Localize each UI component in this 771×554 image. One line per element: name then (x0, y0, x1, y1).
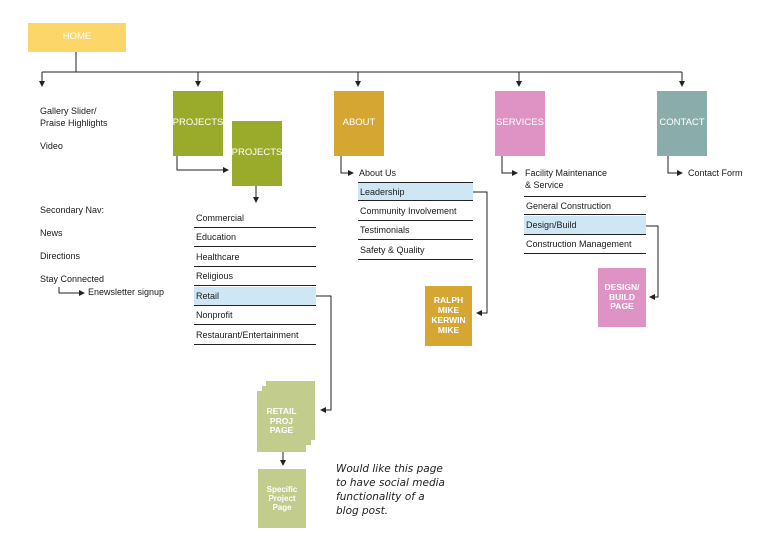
project-item-commercial: Commercial (194, 209, 316, 228)
service-item-facility: Facility Maintenance & Service (525, 168, 607, 191)
projects-box: PROJECTS (173, 91, 223, 156)
design-build-page-box: DESIGN/ BUILD PAGE (598, 268, 646, 327)
project-item-nonprofit: Nonprofit (194, 306, 316, 325)
specific-page-line-1: Specific (266, 484, 298, 494)
about-box: ABOUT (334, 91, 384, 156)
about-item-community: Community Involvement (358, 202, 473, 221)
enewsletter-text: Enewsletter signup (88, 287, 165, 297)
home-label: HOME (62, 31, 92, 43)
news-text: News (40, 228, 63, 238)
service-facility-line-1: Facility Maintenance (525, 168, 608, 178)
projects-sub-box: PROJECTS (232, 121, 282, 186)
retail-page-line-3: PAGE (269, 425, 294, 436)
project-item-education: Education (194, 228, 316, 247)
retail-page-box: RETAIL PROJ PAGE (257, 391, 306, 452)
design-page-line-2: BUILD (609, 291, 635, 302)
contact-label: CONTACT (659, 117, 705, 129)
note-line-3: functionality of a (336, 491, 425, 503)
specific-page-line-3: Page (272, 503, 292, 513)
about-item-safety: Safety & Quality (358, 241, 473, 260)
about-item-leadership: Leadership (358, 182, 473, 201)
specific-page-line-2: Project (268, 493, 296, 503)
leader-1: RALPH (433, 295, 464, 306)
video-text: Video (40, 141, 63, 151)
design-page-line-1: DESIGN/ (604, 281, 640, 292)
gallery-line-1: Gallery Slider/ (40, 106, 97, 116)
services-label: SERVICES (496, 117, 544, 129)
project-item-restaurant: Restaurant/Entertainment (194, 326, 316, 345)
handwritten-note: Would like this page to have social medi… (336, 462, 445, 518)
directions-text: Directions (40, 251, 81, 261)
home-box: HOME (28, 23, 126, 52)
projects-label: PROJECTS (172, 117, 224, 129)
service-item-general: General Construction (524, 196, 646, 215)
contact-item-form: Contact Form (688, 168, 743, 178)
gallery-line-2: Praise Highlights (40, 117, 108, 128)
project-item-religious: Religious (194, 267, 316, 286)
retail-page-line-1: RETAIL (266, 405, 297, 416)
note-line-2: to have social media (336, 477, 445, 489)
about-item-about-us: About Us (359, 168, 397, 178)
service-item-construction-mgmt: Construction Management (524, 235, 646, 254)
services-box: SERVICES (495, 91, 545, 156)
projects-sub-label: PROJECTS (231, 147, 283, 159)
gallery-text: Gallery Slider/ Praise Highlights (40, 106, 108, 129)
contact-box: CONTACT (657, 91, 707, 156)
project-item-healthcare: Healthcare (194, 248, 316, 267)
design-page-line-3: PAGE (610, 301, 634, 312)
retail-page-line-2: PROJ (269, 415, 294, 426)
note-line-4: blog post. (336, 505, 389, 517)
leader-3: KERWIN (431, 315, 466, 325)
leadership-page-box: RALPH MIKE KERWIN MIKE (425, 286, 472, 346)
note-line-1: Would like this page (336, 463, 443, 475)
service-facility-line-2: & Service (525, 179, 564, 190)
leader-2: MIKE (437, 305, 460, 316)
project-item-retail: Retail (194, 287, 316, 306)
service-item-design-build: Design/Build (524, 216, 646, 235)
specific-project-page-box: Specific Project Page (258, 469, 306, 528)
about-label: ABOUT (342, 117, 376, 129)
leader-4: MIKE (437, 324, 460, 335)
about-item-testimonials: Testimonials (358, 221, 473, 240)
secondary-nav-text: Secondary Nav: (40, 205, 105, 215)
stay-connected-text: Stay Connected (40, 274, 105, 284)
